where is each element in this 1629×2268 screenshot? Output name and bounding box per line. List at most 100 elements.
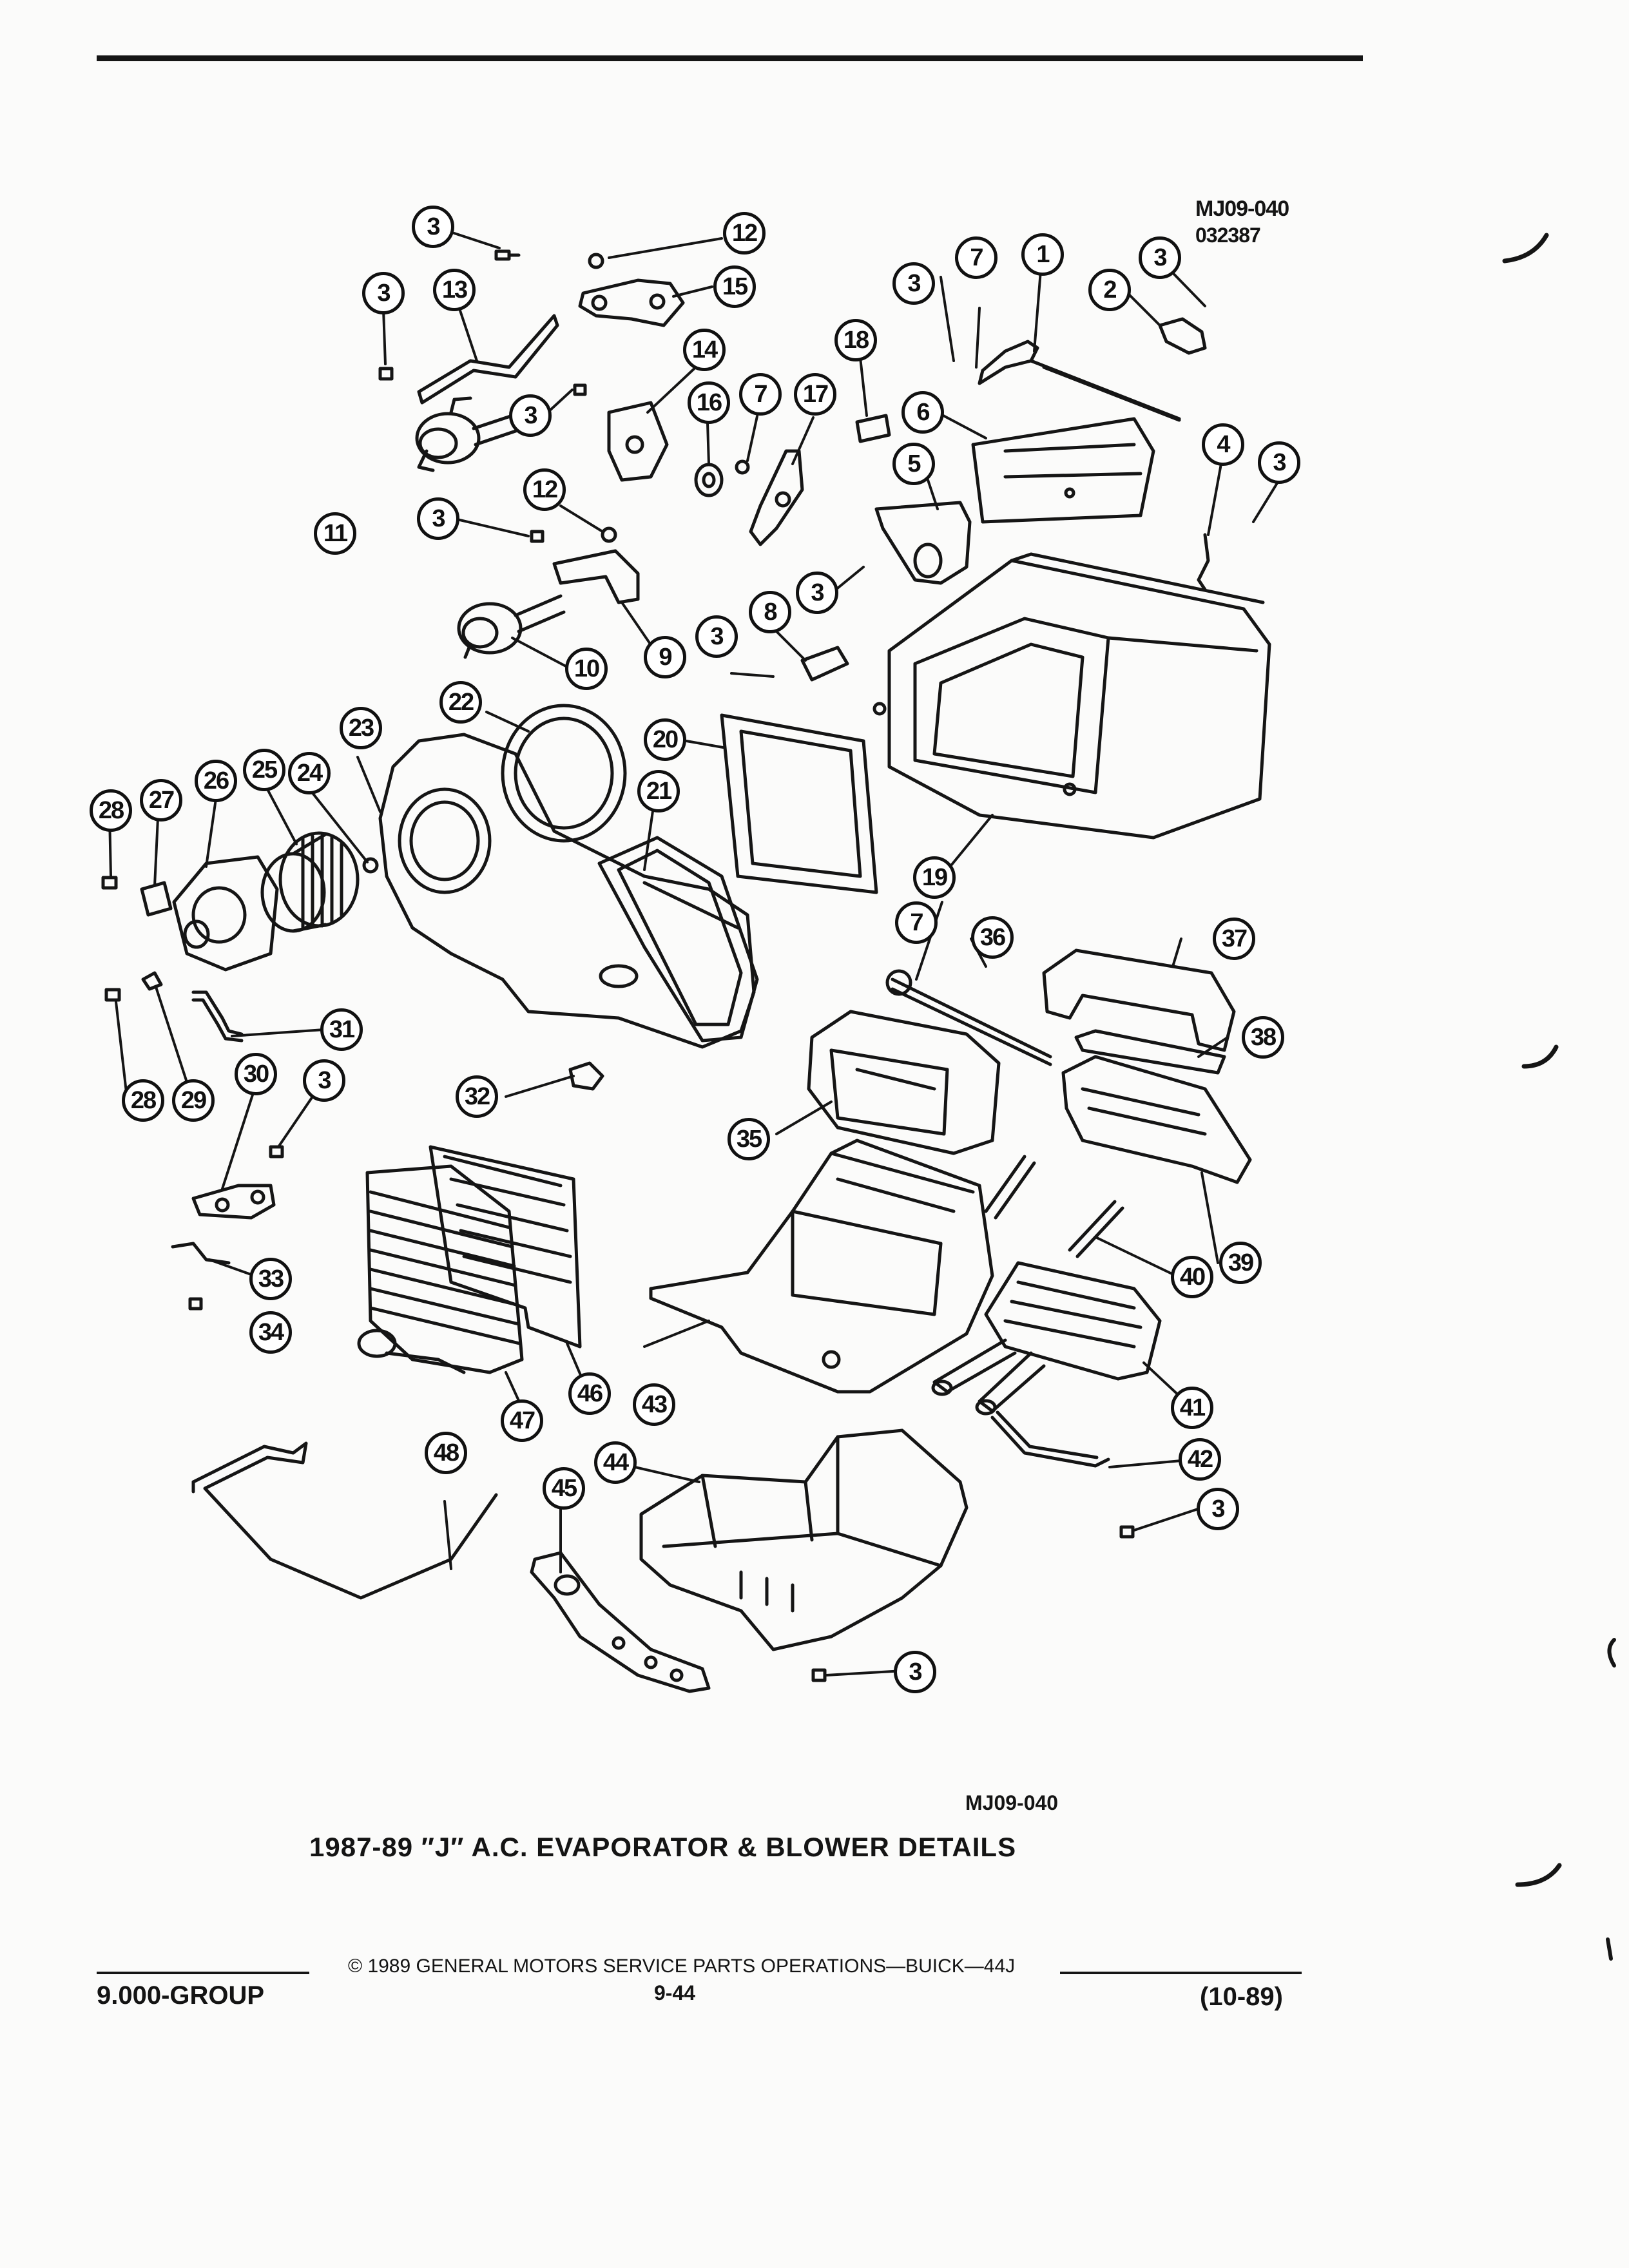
callout-17: 17	[794, 373, 836, 416]
gasket-21	[597, 836, 759, 1043]
clip-2	[1158, 317, 1207, 355]
callout-36: 36	[971, 916, 1014, 959]
door-39	[1061, 1055, 1252, 1184]
bracket-30	[191, 1184, 276, 1220]
callout-11: 11	[314, 512, 356, 555]
callout-24: 24	[288, 752, 331, 794]
link-9	[552, 549, 640, 604]
callout-4: 4	[1202, 423, 1244, 466]
footer-rule-right	[1060, 1972, 1302, 1974]
cover-plate-14	[607, 401, 669, 482]
footer-page-number: 9-44	[654, 1981, 696, 2004]
callout-43: 43	[633, 1383, 675, 1426]
callout-12: 12	[723, 212, 766, 255]
callout-26: 26	[195, 760, 237, 802]
clip-18	[855, 414, 891, 443]
gasket-20	[720, 713, 878, 894]
callout-28: 28	[122, 1079, 164, 1122]
wheel-24	[362, 857, 379, 874]
callout-19: 19	[913, 856, 956, 899]
footer-date: (10-89)	[1200, 1983, 1283, 2011]
callout-39: 39	[1219, 1242, 1262, 1284]
ref-date: 032387	[1195, 224, 1261, 247]
evaporator-47	[357, 1164, 524, 1374]
callout-41: 41	[1171, 1387, 1213, 1429]
nut-12	[588, 253, 604, 269]
callout-27: 27	[140, 779, 182, 822]
callout-12: 12	[523, 468, 566, 511]
cable-1	[978, 340, 1181, 422]
vacuum-actuator-11	[415, 396, 525, 472]
resistor-27	[140, 881, 173, 917]
screw-3	[494, 249, 521, 261]
ref-code: MJ09-040	[1195, 197, 1289, 221]
nut-7	[735, 459, 750, 475]
callout-31: 31	[320, 1008, 363, 1051]
callout-47: 47	[501, 1399, 543, 1442]
heater-case-35	[807, 1010, 1001, 1155]
screw-3	[573, 383, 587, 396]
callout-20: 20	[644, 718, 686, 761]
footer-group: 9.000-GROUP	[97, 1981, 265, 2010]
lever-17	[749, 449, 804, 546]
clip-29	[141, 971, 163, 991]
callout-21: 21	[637, 770, 680, 812]
screw-3	[811, 1668, 827, 1682]
callout-45: 45	[543, 1467, 585, 1510]
callout-3: 3	[892, 262, 935, 305]
callout-3: 3	[695, 615, 738, 658]
blower-motor-26	[172, 855, 279, 972]
callout-3: 3	[1197, 1488, 1239, 1530]
callout-32: 32	[456, 1075, 498, 1118]
callout-48: 48	[425, 1432, 467, 1474]
callout-40: 40	[1171, 1256, 1213, 1298]
callout-9: 9	[644, 636, 686, 678]
callout-3: 3	[417, 497, 459, 540]
callout-3: 3	[303, 1059, 345, 1102]
binding-mark	[1607, 1638, 1616, 1667]
callout-3: 3	[412, 206, 454, 248]
clip-4	[1197, 533, 1210, 591]
screw-3	[530, 530, 545, 543]
bracket-33	[171, 1242, 231, 1265]
bracket-8	[800, 646, 849, 682]
callout-38: 38	[1242, 1016, 1284, 1059]
shaft-36	[885, 969, 1052, 1066]
blower-case-23	[378, 733, 756, 1049]
bracket-15	[578, 278, 685, 327]
callout-3: 3	[1139, 236, 1181, 279]
callout-14: 14	[683, 329, 726, 371]
footer-copyright: © 1989 GENERAL MOTORS SERVICE PARTS OPER…	[348, 1956, 1016, 1977]
screw-34	[188, 1297, 203, 1311]
pipe-42	[990, 1410, 1110, 1468]
callout-46: 46	[568, 1372, 611, 1415]
callout-3: 3	[796, 572, 838, 614]
nut-12	[601, 526, 617, 543]
insulator-46	[429, 1145, 582, 1349]
screw-3	[378, 367, 394, 381]
tube-40	[984, 1155, 1124, 1258]
callout-7: 7	[955, 236, 998, 279]
screw-3	[269, 1145, 284, 1158]
callout-25: 25	[243, 749, 285, 791]
top-rule	[97, 55, 1363, 61]
callout-5: 5	[892, 443, 935, 485]
callout-42: 42	[1179, 1438, 1221, 1481]
callout-44: 44	[594, 1441, 637, 1484]
callout-30: 30	[235, 1053, 277, 1095]
core-case-43	[649, 1139, 994, 1394]
blower-wheel-25	[260, 831, 360, 933]
callout-37: 37	[1213, 918, 1255, 960]
binding-mark	[1502, 233, 1549, 264]
footer-rule-left	[97, 1972, 309, 1974]
callout-28: 28	[90, 789, 132, 832]
seal-48	[191, 1441, 498, 1600]
vacuum-actuator-10	[457, 594, 566, 659]
callout-3: 3	[509, 394, 552, 437]
ref-code: MJ09-040	[965, 1791, 1059, 1814]
diagram-title: 1987-89 ″J″ A.C. EVAPORATOR & BLOWER DET…	[309, 1832, 1017, 1862]
drain-seal-45	[530, 1551, 711, 1693]
washer-16	[694, 463, 724, 497]
hose-31	[191, 990, 244, 1043]
